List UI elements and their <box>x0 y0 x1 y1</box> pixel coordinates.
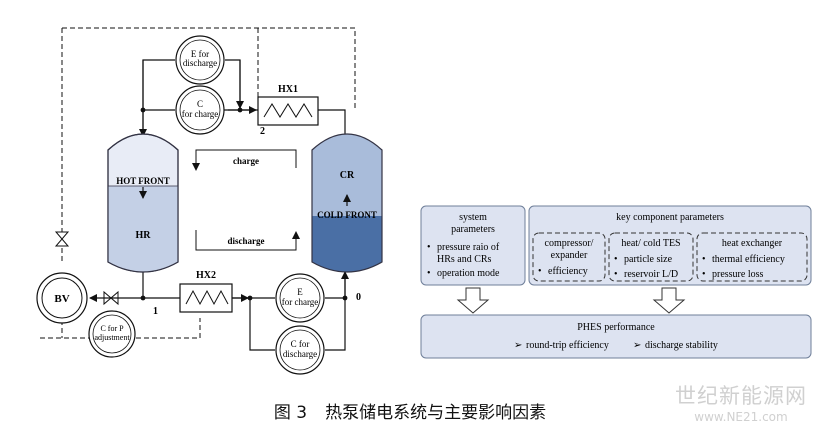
label-line: for charge <box>282 297 319 307</box>
hx-item: pressure loss <box>712 269 763 280</box>
compressor-p-adjustment: C for P adjustment <box>88 310 136 358</box>
arrow-bullet: ➢ <box>514 340 522 351</box>
perf-item: round-trip efficiency <box>526 340 609 351</box>
tes-item: particle size <box>624 254 673 265</box>
compressor-charge: C for charge <box>175 85 225 135</box>
charge-label: charge <box>233 156 259 166</box>
box-title: key component parameters <box>616 212 724 223</box>
tes-item: reservoir L/D <box>624 269 678 280</box>
down-arrow-icon <box>652 287 686 314</box>
perf-item: discharge stability <box>645 340 718 351</box>
bullet: • <box>427 242 431 253</box>
compressor-discharge: C for discharge <box>275 325 325 375</box>
box-title: system <box>459 212 487 223</box>
discharge-label: discharge <box>228 236 265 246</box>
label-line: discharge <box>283 349 317 359</box>
control-signal-line <box>61 27 356 264</box>
node-2-label: 2 <box>260 126 265 137</box>
cold-front-label: COLD FRONT <box>317 210 377 220</box>
label-line: for charge <box>182 109 219 119</box>
phes-performance-box: PHES performance ➢ round-trip efficiency… <box>420 314 812 359</box>
bullet: • <box>614 269 618 280</box>
charge-loop <box>192 149 297 171</box>
watermark-url: www.NE21.com <box>694 410 788 424</box>
figure-caption: 图 3 热泵储电系统与主要影响因素 <box>0 398 820 423</box>
expander-charge: E for charge <box>275 273 325 323</box>
hot-front-label: HOT FRONT <box>116 176 170 186</box>
hr-label: HR <box>136 230 152 241</box>
discharge-loop <box>195 230 300 251</box>
label-line: C for <box>291 339 310 349</box>
heat-exchanger-hx1: HX1 <box>257 84 319 126</box>
system-item: pressure raio of <box>437 242 500 253</box>
cold-reservoir-tank: CR COLD FRONT <box>311 133 383 273</box>
box-title: PHES performance <box>577 322 655 333</box>
hx-item: thermal efficiency <box>712 254 785 265</box>
sub-title: compressor/ <box>545 238 594 249</box>
valve-icon <box>54 231 70 247</box>
bv-label: BV <box>54 293 69 305</box>
bullet: • <box>427 268 431 279</box>
cr-label: CR <box>340 170 355 181</box>
label-line: discharge <box>183 58 217 68</box>
key-component-box: key component parameters compressor/ exp… <box>528 205 812 286</box>
label-line: adjustment <box>94 333 130 342</box>
hot-reservoir-tank: HOT FRONT HR <box>107 133 179 273</box>
expander-discharge: E for discharge <box>175 35 225 85</box>
sub-title: heat/ cold TES <box>621 238 680 249</box>
watermark: 世纪新能源网 www.NE21.com <box>662 380 820 424</box>
sub-title: expander <box>551 250 588 261</box>
watermark-text: 世纪新能源网 <box>675 384 807 408</box>
node-0-label: 0 <box>356 292 361 303</box>
arrow-bullet: ➢ <box>633 340 641 351</box>
box-title: parameters <box>451 224 495 235</box>
pipe-junctions <box>140 107 348 301</box>
comp-item: efficiency <box>548 266 588 277</box>
bullet: • <box>702 269 706 280</box>
hx2-label: HX2 <box>196 270 216 281</box>
bullet: • <box>614 254 618 265</box>
label-line: C for P <box>100 324 124 333</box>
system-item: operation mode <box>437 268 500 279</box>
bullet: • <box>538 266 542 277</box>
heat-exchanger-hx2: HX2 <box>179 270 233 313</box>
node-1-label: 1 <box>153 306 158 317</box>
hx1-label: HX1 <box>278 84 298 95</box>
system-item: HRs and CRs <box>437 254 492 265</box>
label-line: E for <box>191 49 209 59</box>
system-parameters-box: system parameters • pressure raio of HRs… <box>420 205 526 286</box>
down-arrow-icon <box>456 287 490 314</box>
sub-title: heat exchanger <box>722 238 783 249</box>
figure-caption-text: 热泵储电系统与主要影响因素 <box>325 403 547 423</box>
label-line: E <box>297 287 303 297</box>
label-line: C <box>197 99 203 109</box>
buffer-vessel: BV <box>36 272 88 324</box>
bullet: • <box>702 254 706 265</box>
figure-number: 图 3 <box>273 403 308 423</box>
